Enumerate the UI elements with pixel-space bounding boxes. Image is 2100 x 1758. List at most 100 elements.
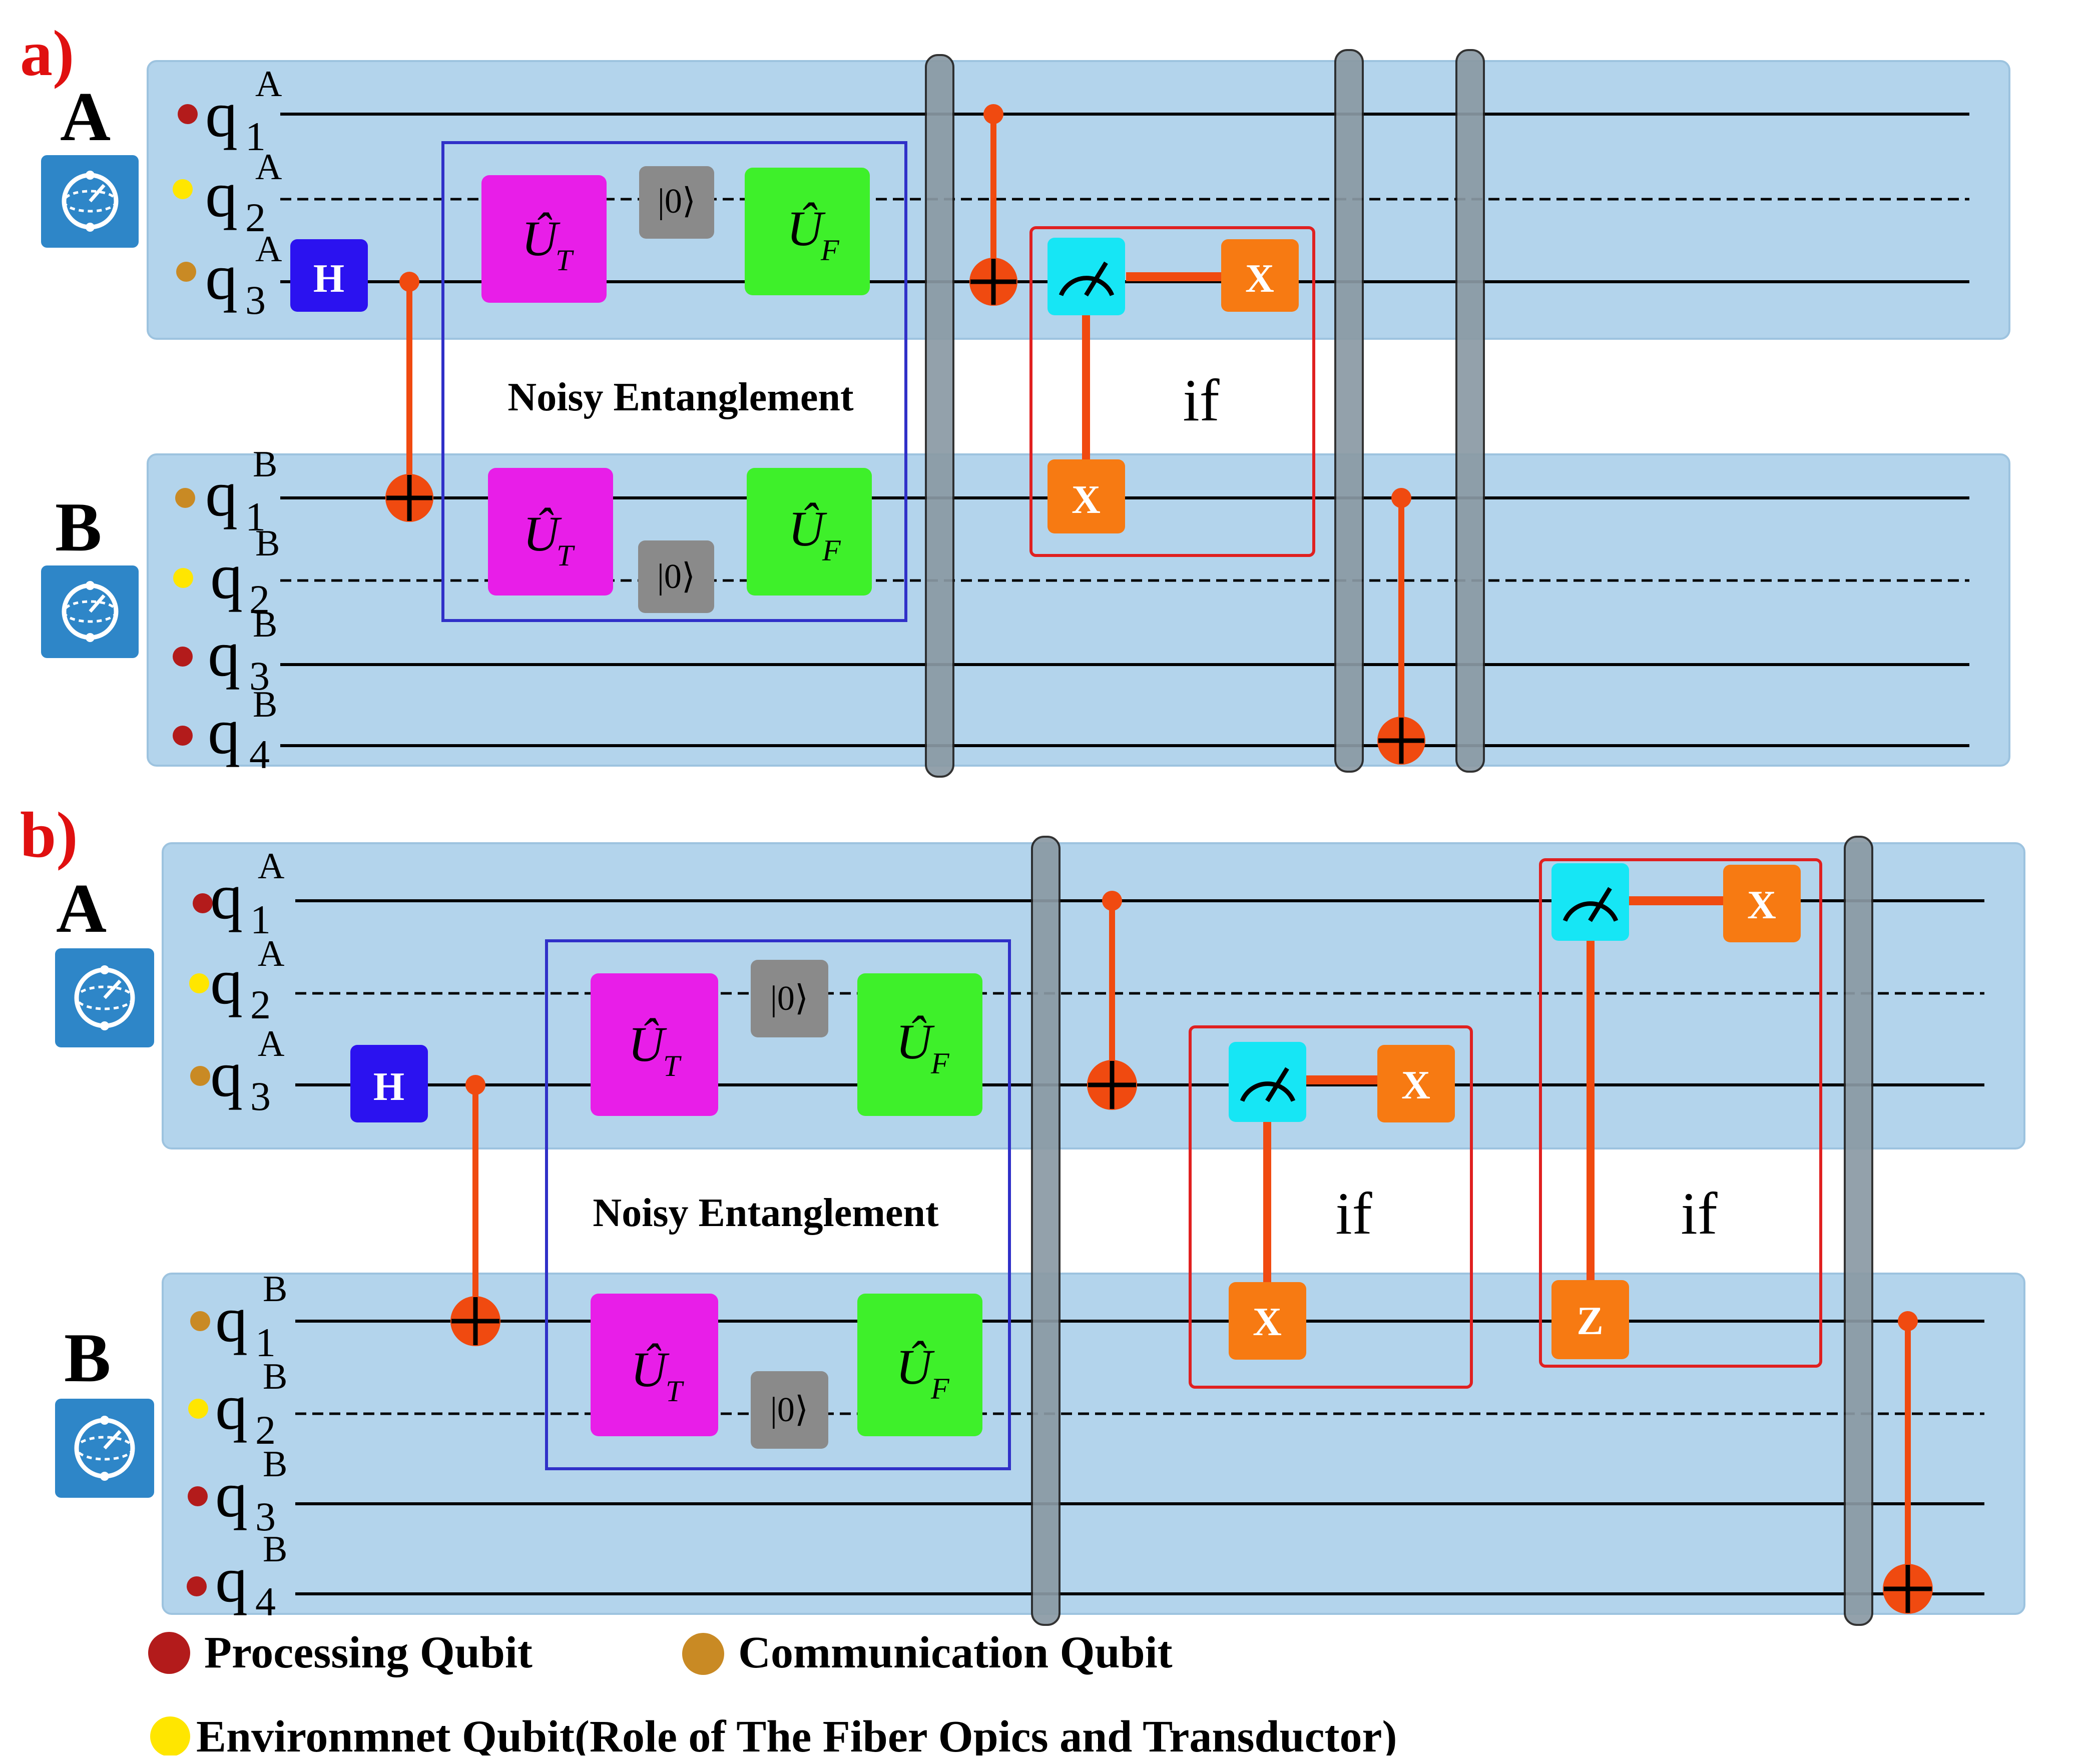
svg-text:Û: Û xyxy=(523,506,562,561)
barrier-b-2 xyxy=(1844,836,1873,1626)
svg-text:H: H xyxy=(313,257,344,301)
reset-gate-a-top: |0⟩ xyxy=(639,166,714,239)
svg-text:q: q xyxy=(215,1371,248,1443)
barrier-a-2 xyxy=(1334,49,1364,773)
svg-text:A: A xyxy=(258,933,284,974)
svg-text:Û: Û xyxy=(631,1342,670,1397)
qubit-label-b-q3b: q 3 B xyxy=(188,1444,287,1539)
svg-text:4: 4 xyxy=(255,1579,276,1624)
svg-text:B: B xyxy=(263,1356,287,1397)
qubit-label-b-q1a: q 1 A xyxy=(193,846,284,942)
svg-text:A: A xyxy=(258,846,284,887)
svg-text:|0⟩: |0⟩ xyxy=(770,979,808,1018)
svg-text:2: 2 xyxy=(249,576,270,622)
svg-text:q: q xyxy=(215,1284,248,1356)
noisy-entanglement-mask-b xyxy=(548,1151,1007,1271)
svg-text:q: q xyxy=(210,540,243,613)
node-a-label-b: A xyxy=(56,870,107,947)
svg-text:A: A xyxy=(255,64,282,105)
qubit-label-b-q2b: q 2 B xyxy=(188,1356,287,1453)
svg-text:1: 1 xyxy=(245,114,266,159)
reset-gate-b-top: |0⟩ xyxy=(751,960,828,1037)
pauli-x-gate-b-3: X xyxy=(1723,865,1801,942)
panel-a: a) A B q xyxy=(20,18,2010,778)
unitary-t-gate-a-top: Û T xyxy=(481,175,607,303)
svg-text:Environmnet Qubit(Role of The: Environmnet Qubit(Role of The Fiber Opic… xyxy=(196,1712,1397,1755)
if-box-b-1 xyxy=(1189,1025,1473,1389)
svg-text:|0⟩: |0⟩ xyxy=(658,182,696,221)
barrier-a-1 xyxy=(925,54,954,778)
svg-text:3: 3 xyxy=(250,1073,271,1119)
svg-text:3: 3 xyxy=(255,1494,276,1539)
svg-text:3: 3 xyxy=(249,653,270,699)
qubit-label-a-q1a: q 1 A xyxy=(178,64,282,159)
svg-text:A: A xyxy=(255,229,282,270)
pauli-x-gate-a-bottom: X xyxy=(1047,459,1125,533)
panel-b: b) A B q 1 A xyxy=(20,799,2025,1626)
svg-text:F: F xyxy=(930,1047,950,1080)
svg-text:q: q xyxy=(208,696,240,768)
svg-text:B: B xyxy=(263,1269,287,1310)
legend-processing: Processing Qubit xyxy=(148,1628,533,1677)
svg-text:1: 1 xyxy=(255,1320,276,1365)
noisy-entanglement-box-b xyxy=(545,939,1011,1470)
qubit-label-b-q4b: q 4 B xyxy=(187,1529,287,1624)
if-box-b-2 xyxy=(1539,858,1822,1368)
svg-text:X: X xyxy=(1072,478,1101,522)
svg-text:q: q xyxy=(205,458,238,530)
node-b-label-b: B xyxy=(64,1319,111,1397)
pauli-x-gate-b-1: X xyxy=(1377,1045,1455,1122)
node-b-region-b xyxy=(162,1273,2025,1615)
pauli-x-gate-a-top: X xyxy=(1221,239,1299,312)
svg-text:X: X xyxy=(1747,883,1776,927)
svg-text:T: T xyxy=(557,539,575,572)
svg-text:H: H xyxy=(373,1065,404,1109)
svg-text:q: q xyxy=(210,1038,243,1110)
svg-text:F: F xyxy=(822,534,841,567)
svg-text:Û: Û xyxy=(787,201,826,256)
if-label-b-1: if xyxy=(1335,1180,1372,1247)
svg-text:B: B xyxy=(253,444,277,485)
svg-text:q: q xyxy=(205,79,238,151)
if-box-a xyxy=(1029,226,1315,557)
noisy-entanglement-title-b: Noisy Entanglement xyxy=(593,1191,938,1235)
svg-text:T: T xyxy=(666,1375,684,1408)
svg-text:F: F xyxy=(930,1372,950,1405)
cnot-b-entangle xyxy=(450,1075,500,1346)
svg-text:B: B xyxy=(253,604,277,645)
svg-text:|0⟩: |0⟩ xyxy=(770,1391,808,1429)
cnot-a-correction xyxy=(1377,488,1425,765)
node-a-quantum-icon-b xyxy=(55,948,154,1047)
svg-text:Û: Û xyxy=(628,1016,667,1072)
cnot-a-local xyxy=(969,104,1017,306)
qubit-label-b-q2a: q 2 A xyxy=(189,933,284,1027)
node-b-quantum-icon-b xyxy=(55,1399,154,1498)
unitary-f-gate-a-top: Û F xyxy=(745,168,870,295)
panel-a-label: a) xyxy=(20,18,74,90)
qubit-label-a-q1b: q 1 B xyxy=(175,444,277,539)
hadamard-gate-b: H xyxy=(350,1045,428,1122)
measure-gate-b-2 xyxy=(1551,863,1629,941)
barrier-a-3 xyxy=(1455,49,1485,773)
hadamard-gate-a: H xyxy=(290,239,368,312)
svg-text:F: F xyxy=(820,234,840,267)
svg-text:Processing Qubit: Processing Qubit xyxy=(204,1628,533,1677)
svg-text:T: T xyxy=(556,244,574,277)
node-a-region xyxy=(147,60,2010,340)
svg-text:q: q xyxy=(208,618,240,690)
if-label-a: if xyxy=(1183,367,1219,433)
noisy-entanglement-title-a: Noisy Entanglement xyxy=(507,375,853,419)
if-label-b-2: if xyxy=(1681,1180,1717,1247)
legend-environment: Environmnet Qubit(Role of The Fiber Opic… xyxy=(150,1712,1397,1758)
svg-text:X: X xyxy=(1245,257,1274,301)
legend: Processing Qubit Communication Qubit Env… xyxy=(148,1628,1397,1758)
svg-text:Û: Û xyxy=(896,1014,935,1069)
unitary-f-gate-b-top: Û F xyxy=(857,973,982,1116)
svg-text:4: 4 xyxy=(249,732,270,777)
svg-text:Û: Û xyxy=(896,1339,935,1395)
pauli-x-gate-b-2: X xyxy=(1229,1282,1306,1360)
svg-text:B: B xyxy=(255,523,280,564)
unitary-f-gate-a-bottom: Û F xyxy=(747,468,872,596)
qubit-label-a-q3b: q 3 B xyxy=(173,604,277,699)
